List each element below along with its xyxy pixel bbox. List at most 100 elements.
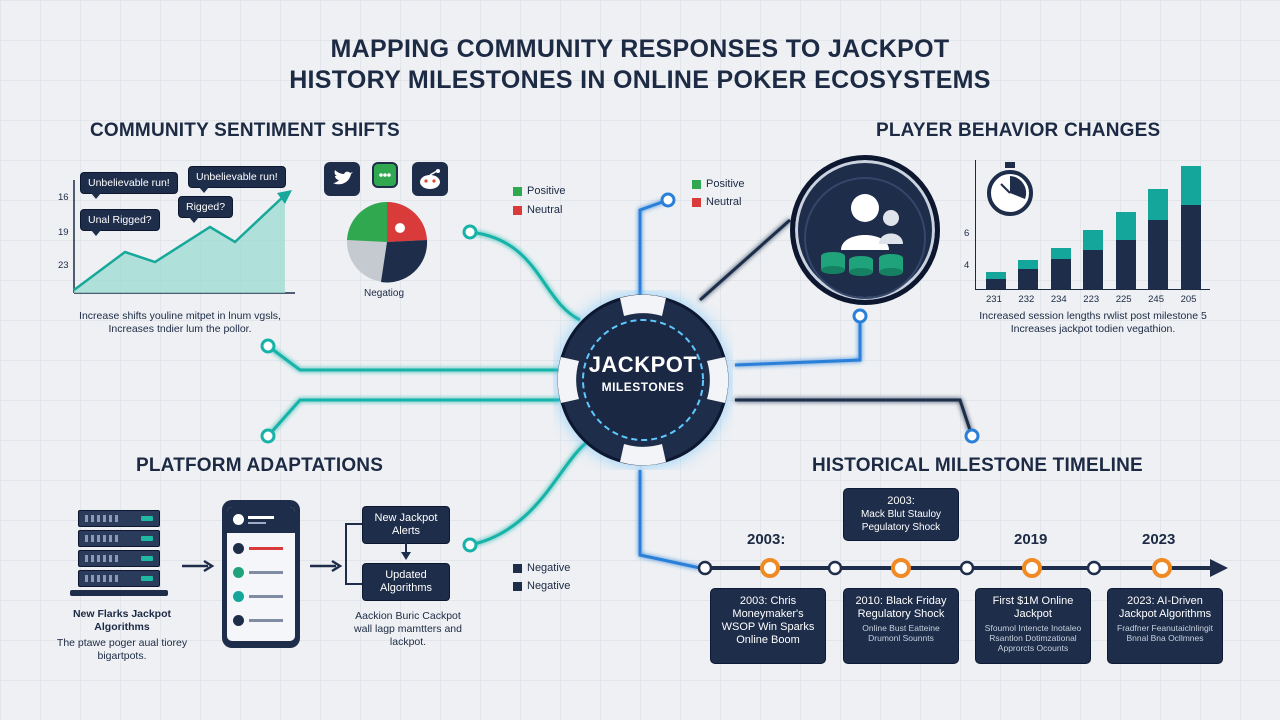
legend-swatch: [513, 205, 522, 215]
connector-top: [638, 198, 669, 300]
bar-segment: [1180, 165, 1201, 206]
bar-x-label: 223: [1083, 294, 1100, 305]
twitter-icon: [324, 162, 360, 196]
timeline-milestone-dot: [1022, 558, 1042, 578]
bar-segment: [1083, 249, 1104, 289]
timeline-dot: [959, 560, 975, 576]
legend-swatch: [513, 581, 522, 591]
event-subtitle: Sfoumol Intencte Inotaleo Rsantlon Dotim…: [984, 623, 1082, 653]
node-dot: [462, 537, 478, 553]
platform-legend-item: Negative: [513, 562, 570, 574]
connector-right-2: [735, 398, 974, 437]
player-avatar-icon: [790, 155, 940, 305]
phone-screen: [227, 507, 295, 641]
connector-sentiment: [469, 230, 581, 322]
server-rack-icon: [78, 510, 160, 527]
behavior-caption-line1: Increased session lengths rwlist post mi…: [979, 310, 1207, 322]
behavior-y-tick: 4: [964, 260, 970, 271]
event-title: First $1M Online Jackpot: [992, 595, 1074, 620]
flow-caption-title: Aackion Buric Cackpot: [355, 610, 461, 622]
bar-x-label: 205: [1180, 294, 1197, 305]
callout-text: Mack Blut Stauloy Pegulatory Shock: [860, 509, 942, 533]
timeline-callout: 2003: Mack Blut Stauloy Pegulatory Shock: [843, 488, 959, 541]
timeline-year: 2003:: [747, 531, 786, 548]
event-title: 2010: Black Friday Regulatory Shock: [855, 595, 947, 620]
server-caption-body: The ptawe poger aual tiorey bigartpots.: [56, 637, 188, 662]
node-dot: [260, 338, 276, 354]
mobile-app-icon: [222, 500, 300, 648]
node-dot: [462, 224, 478, 240]
sentiment-bubble: Rigged?: [178, 196, 234, 223]
sentiment-caption-line2: Increases tndier lum the pollor.: [108, 323, 252, 335]
new-jackpot-alerts-box: New Jackpot Alerts: [362, 506, 450, 544]
bar-segment: [1148, 220, 1169, 289]
event-subtitle: Online Bust Eatteine Drumonl Sounnts: [862, 623, 940, 643]
page-title: MAPPING COMMUNITY RESPONSES TO JACKPOT H…: [0, 34, 1280, 96]
flow-bracket: [345, 523, 366, 585]
server-rack-icon: [78, 570, 160, 587]
timeline-heading: HISTORICAL MILESTONE TIMELINE: [812, 455, 1143, 476]
app-header: [227, 507, 295, 533]
sentiment-caption-line1: Increase shifts youline mitpet in lnum v…: [79, 310, 281, 322]
behavior-heading: PLAYER BEHAVIOR CHANGES: [876, 120, 1161, 141]
behavior-caption: Increased session lengths rwlist post mi…: [968, 310, 1218, 336]
bar-x-label: 232: [1018, 294, 1035, 305]
platform-legend-item: Negative: [513, 580, 570, 592]
sentiment-bubble: Unbelievable run!: [80, 172, 178, 199]
server-rack-icon: [78, 530, 160, 547]
bar-x-label: 245: [1148, 294, 1164, 305]
sentiment-caption: Increase shifts youline mitpet in lnum v…: [60, 310, 300, 336]
server-caption: New Flarks Jackpot Algorithms The ptawe …: [52, 608, 192, 663]
node-dot: [964, 428, 980, 444]
connector-left-1: [267, 344, 560, 372]
reddit-icon: [412, 162, 448, 196]
timeline-milestone-dot: [891, 558, 911, 578]
timeline-event: 2023: AI-Driven Jackpot Algorithms Fradf…: [1107, 588, 1223, 664]
updated-algorithms-box: Updated Algorithms: [362, 563, 450, 601]
event-title: 2003: Chris Moneymaker's WSOP Win Sparks…: [721, 595, 815, 646]
bar-segment: [986, 279, 1006, 289]
sentiment-bubble: Unal Rigged?: [80, 209, 160, 236]
timeline-milestone-dot: [760, 558, 780, 578]
bar-segment: [1018, 269, 1039, 289]
timeline-dot: [1086, 560, 1102, 576]
bar-x-label: 234: [1050, 294, 1067, 305]
legend-swatch: [692, 197, 701, 207]
legend-swatch: [513, 186, 522, 196]
stopwatch-icon: [985, 162, 1035, 216]
sentiment-bubble: Unbelievable run!: [188, 166, 286, 193]
server-caption-title: New Flarks Jackpot Algorithms: [72, 608, 172, 633]
connector-right-1: [734, 316, 862, 367]
legend-swatch: [513, 563, 522, 573]
bar-segment: [1115, 212, 1136, 240]
bar-segment: [1050, 259, 1071, 289]
bar-segment: [1180, 205, 1201, 289]
behavior-legend-item: Positive: [692, 178, 745, 190]
jackpot-milestones-hub[interactable]: JACKPOT MILESTONES: [553, 290, 733, 470]
flow-caption: Aackion Buric Cackpot wall lagp mamtters…: [338, 610, 478, 649]
arrow-right-icon: [182, 559, 215, 573]
legend-label: Neutral: [706, 196, 742, 208]
node-dot: [852, 308, 868, 324]
connector-behavior: [699, 218, 791, 302]
connector-left-2: [266, 398, 560, 437]
legend-label: Negative: [527, 562, 571, 574]
flow-caption-body: wall lagp mamtters and lackpot.: [354, 623, 462, 648]
legend-label: Positive: [527, 185, 566, 197]
node-dot: [660, 192, 676, 208]
legend-swatch: [692, 179, 701, 189]
legend-label: Neutral: [527, 204, 563, 216]
sentiment-legend-item: Neutral: [513, 204, 562, 216]
sentiment-area-chart: [73, 180, 295, 294]
behavior-legend-item: Neutral: [692, 196, 741, 208]
event-title: 2023: AI-Driven Jackpot Algorithms: [1118, 595, 1212, 620]
bar-segment: [1115, 239, 1136, 289]
node-dot: [260, 428, 276, 444]
sentiment-legend-item: Positive: [513, 185, 566, 197]
behavior-bar-chart: [975, 160, 1210, 290]
legend-label: Positive: [706, 178, 745, 190]
timeline-year: 2019: [1014, 531, 1048, 548]
callout-year: 2003:: [887, 495, 915, 507]
bar-segment: [1083, 229, 1104, 250]
